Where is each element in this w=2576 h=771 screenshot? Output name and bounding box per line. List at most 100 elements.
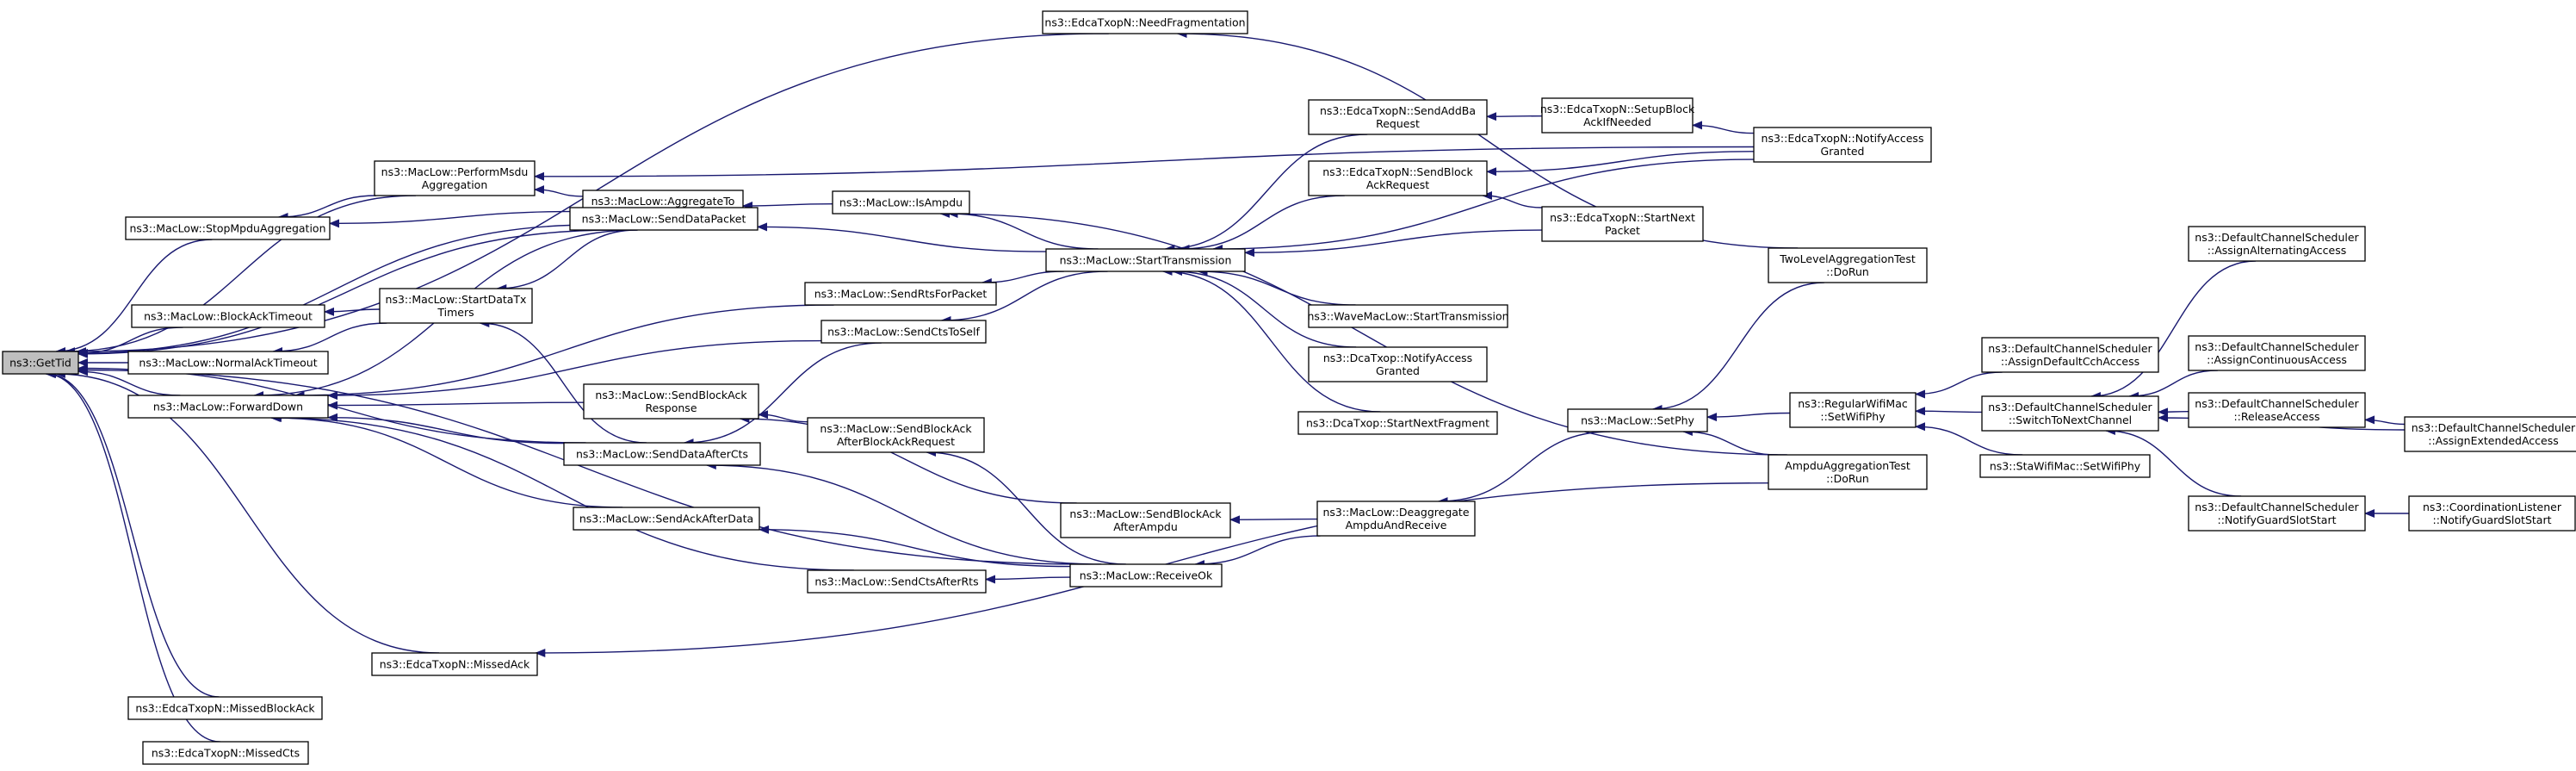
edge-startNextPacket-to-sendBlockAckReq	[1482, 191, 1543, 208]
node-box	[1308, 160, 1488, 196]
node-label: ::NotifyGuardSlotStart	[2433, 513, 2552, 526]
node-label: ns3::RegularWifiMac	[1798, 397, 1908, 410]
node-label: ns3::DefaultChannelScheduler	[2195, 340, 2359, 353]
edge-missedBlockAck-to-getTid	[46, 370, 220, 698]
node-box	[1541, 97, 1694, 134]
edge-sendDataAfterCts-to-startDataTx	[479, 319, 647, 444]
node-label: ::DoRun	[1826, 265, 1869, 278]
node-label: ns3::DefaultChannelScheduler	[2195, 397, 2359, 410]
node-twoLevelDoRun[interactable]: TwoLevelAggregationTest::DoRun	[1768, 247, 1928, 283]
node-box	[1979, 454, 2151, 478]
edge-assignAlternating-to-switchToNext	[2090, 260, 2257, 401]
node-label: ::DoRun	[1826, 472, 1869, 485]
edge-twoLevelDoRun-to-needFrag	[1176, 29, 1799, 249]
node-sendCtsAfterRts[interactable]: ns3::MacLow::SendCtsAfterRts	[807, 569, 987, 594]
edge-assignContinuous-to-switchToNext	[2128, 370, 2218, 401]
node-label: ::ReleaseAccess	[2233, 410, 2319, 423]
node-box	[1981, 337, 2159, 373]
node-label: ::SwitchToNextChannel	[2009, 413, 2132, 426]
node-box	[1768, 454, 1928, 490]
node-label: ns3::MacLow::SendCtsAfterRts	[814, 575, 978, 588]
node-box	[2, 351, 79, 375]
node-label: ::AssignContinuousAccess	[2207, 353, 2347, 366]
node-label: ns3::MacLow::IsAmpdu	[839, 196, 963, 209]
node-label: ns3::WaveMacLow::StartTransmission	[1307, 310, 1508, 323]
node-label: Response	[645, 401, 697, 414]
node-label: Request	[1376, 117, 1420, 130]
node-notifyGuardSlotStart[interactable]: ns3::DefaultChannelScheduler::NotifyGuar…	[2188, 495, 2366, 532]
node-box	[1297, 411, 1498, 435]
node-assignAlternating[interactable]: ns3::DefaultChannelScheduler::AssignAlte…	[2188, 226, 2366, 262]
node-isAmpdu[interactable]: ns3::MacLow::IsAmpdu	[832, 190, 970, 215]
edge-notifyGuardSlotStart-to-switchToNext	[2104, 426, 2242, 497]
node-label: ::NotifyGuardSlotStart	[2218, 513, 2337, 526]
node-label: AmpduAndReceive	[1346, 519, 1447, 532]
node-stopMpdu[interactable]: ns3::MacLow::StopMpduAggregation	[125, 216, 331, 240]
node-label: ns3::DcaTxop::NotifyAccess	[1323, 351, 1472, 364]
node-box	[374, 160, 536, 196]
node-setPhy[interactable]: ns3::MacLow::SetPhy	[1567, 408, 1708, 432]
node-getTid[interactable]: ns3::GetTid	[2, 351, 79, 375]
node-missedAck[interactable]: ns3::EdcaTxopN::MissedAck	[371, 652, 538, 676]
node-sendRtsForPacket[interactable]: ns3::MacLow::SendRtsForPacket	[804, 282, 997, 306]
node-box	[2404, 416, 2576, 452]
node-label: Timers	[437, 306, 474, 319]
node-switchToNext[interactable]: ns3::DefaultChannelScheduler::SwitchToNe…	[1981, 395, 2159, 432]
node-forwardDown[interactable]: ns3::MacLow::ForwardDown	[127, 395, 329, 419]
node-box	[1753, 127, 1932, 163]
edge-notifyAccessEdca-to-performMsdu	[534, 146, 1755, 181]
node-label: Granted	[1376, 364, 1420, 377]
node-assignDefaultCch[interactable]: ns3::DefaultChannelScheduler::AssignDefa…	[1981, 337, 2159, 373]
node-label: ns3::MacLow::StartDataTx	[386, 293, 527, 306]
node-missedBlockAck[interactable]: ns3::EdcaTxopN::MissedBlockAck	[127, 696, 323, 720]
node-coordNotifyGuard[interactable]: ns3::CoordinationListener::NotifyGuardSl…	[2408, 495, 2576, 532]
node-box	[832, 190, 970, 215]
node-label: ns3::MacLow::Deaggregate	[1322, 506, 1469, 519]
node-receiveOk[interactable]: ns3::MacLow::ReceiveOk	[1069, 563, 1223, 588]
node-regularSetWifiPhy[interactable]: ns3::RegularWifiMac::SetWifiPhy	[1789, 392, 1917, 428]
node-staSetWifiPhy[interactable]: ns3::StaWifiMac::SetWifiPhy	[1979, 454, 2151, 478]
node-needFrag[interactable]: ns3::EdcaTxopN::NeedFragmentation	[1042, 10, 1248, 34]
node-label: ::SetWifiPhy	[1820, 410, 1886, 423]
node-ampduDoRun[interactable]: AmpduAggregationTest::DoRun	[1768, 454, 1928, 490]
node-normalAckTimeout[interactable]: ns3::MacLow::NormalAckTimeout	[127, 351, 329, 375]
edge-startTransmission-to-sendRtsForPacket	[981, 270, 1064, 287]
edge-receiveOk-to-sendAckAfterData	[759, 525, 1071, 568]
node-label: TwoLevelAggregationTest	[1779, 252, 1916, 265]
node-assignContinuous[interactable]: ns3::DefaultChannelScheduler::AssignCont…	[2188, 335, 2366, 371]
node-sendDataPacket[interactable]: ns3::MacLow::SendDataPacket	[569, 207, 759, 231]
node-assignExtended[interactable]: ns3::DefaultChannelScheduler::AssignExte…	[2404, 416, 2576, 452]
node-startTransmission[interactable]: ns3::MacLow::StartTransmission	[1045, 248, 1246, 272]
node-label: ::AssignDefaultCchAccess	[2001, 355, 2139, 368]
node-sendBlockAckAfterReq[interactable]: ns3::MacLow::SendBlockAckAfterBlockAckRe…	[807, 417, 985, 453]
node-blockAckTimeout[interactable]: ns3::MacLow::BlockAckTimeout	[131, 304, 325, 328]
node-sendDataAfterCts[interactable]: ns3::MacLow::SendDataAfterCts	[563, 442, 761, 466]
node-dcaStartNextFragment[interactable]: ns3::DcaTxop::StartNextFragment	[1297, 411, 1498, 435]
node-waveStartTx[interactable]: ns3::WaveMacLow::StartTransmission	[1307, 304, 1509, 328]
edge-assignExtended-to-releaseAccess	[2364, 415, 2406, 426]
edge-setPhy-to-deaggregate	[1437, 431, 1611, 506]
edge-sendAckAfterData-to-forwardDown	[270, 413, 623, 508]
node-releaseAccess[interactable]: ns3::DefaultChannelScheduler::ReleaseAcc…	[2188, 392, 2366, 428]
node-label: ns3::EdcaTxopN::MissedAck	[380, 658, 530, 671]
edge-isAmpdu-to-aggregateTo	[742, 201, 833, 210]
node-sendAckAfterData[interactable]: ns3::MacLow::SendAckAfterData	[573, 507, 760, 531]
edge-releaseAccess-to-switchToNext	[2158, 407, 2189, 417]
node-sendCtsToSelf[interactable]: ns3::MacLow::SendCtsToSelf	[820, 320, 987, 344]
node-label: ns3::EdcaTxopN::NotifyAccess	[1762, 132, 1924, 145]
node-missedCts[interactable]: ns3::EdcaTxopN::MissedCts	[142, 741, 309, 765]
node-box	[142, 741, 309, 765]
node-label: ns3::EdcaTxopN::SendBlock	[1322, 165, 1473, 178]
edge-sendRtsForPacket-to-forwardDown	[294, 304, 834, 400]
